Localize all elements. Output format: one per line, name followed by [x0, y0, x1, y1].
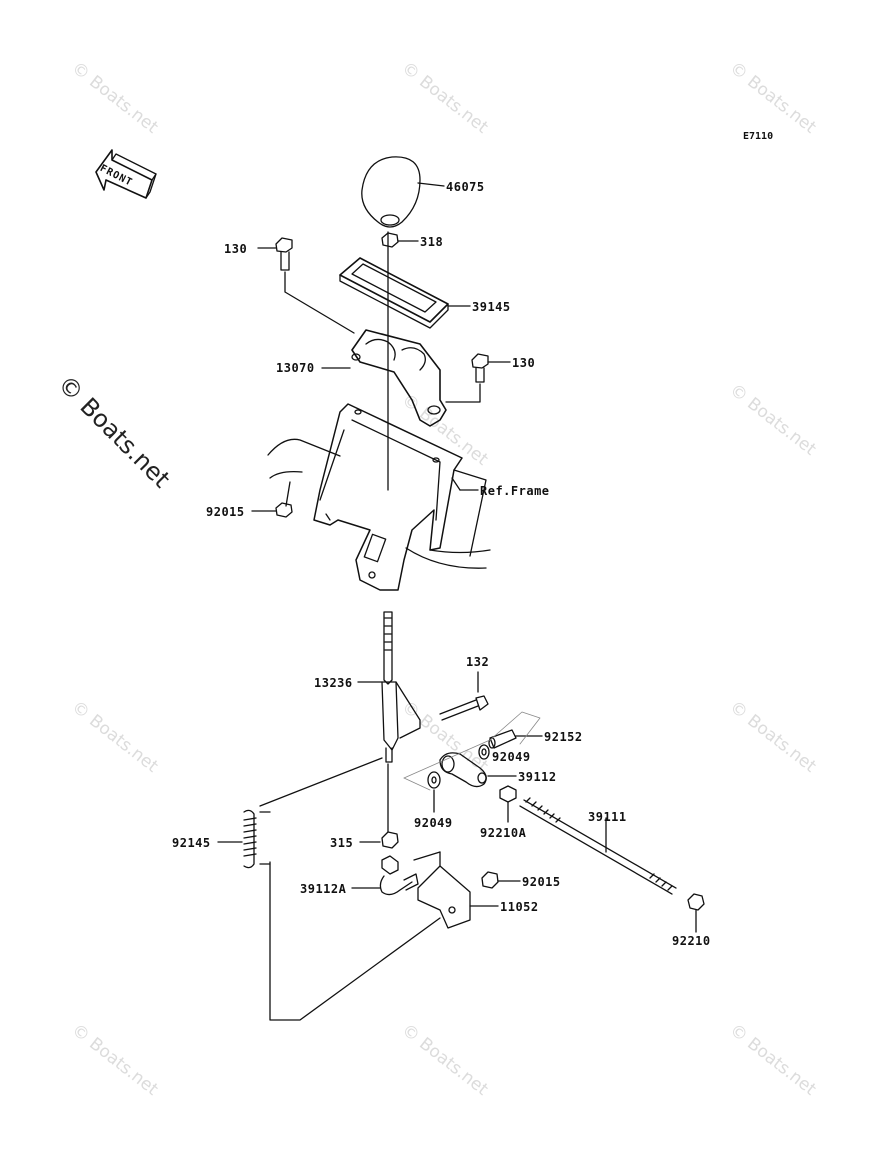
label-92145: 92145	[172, 836, 211, 850]
label-92049-left: 92049	[414, 816, 453, 830]
label-92015-left: 92015	[206, 505, 245, 519]
nut-92210	[687, 893, 705, 933]
label-39145: 39145	[472, 300, 511, 314]
label-92015-lower: 92015	[522, 875, 561, 889]
label-92152: 92152	[544, 730, 583, 744]
shift-rod	[519, 797, 677, 895]
label-46075: 46075	[446, 180, 485, 194]
label-132: 132	[466, 655, 490, 669]
nut-92210A	[499, 785, 517, 823]
diagram-code: E7110	[743, 131, 774, 142]
spring-92145	[217, 809, 257, 869]
shift-lever	[357, 611, 421, 763]
frame-bracket	[267, 403, 491, 591]
label-315: 315	[330, 836, 354, 850]
label-11052: 11052	[500, 900, 539, 914]
label-ref-frame: Ref.Frame	[480, 484, 550, 498]
label-39112A: 39112A	[300, 882, 347, 896]
label-39112: 39112	[518, 770, 557, 784]
collar-92152	[488, 729, 543, 749]
label-130-top: 130	[224, 242, 248, 256]
ball-joint-39112A	[351, 855, 419, 896]
shift-arm	[439, 752, 517, 788]
label-318: 318	[420, 235, 444, 249]
shift-knob	[361, 156, 445, 228]
label-92210A: 92210A	[480, 826, 527, 840]
label-39111: 39111	[588, 810, 627, 824]
nut-92015-left	[251, 502, 293, 518]
front-arrow-icon	[95, 149, 157, 199]
shift-housing	[321, 329, 447, 427]
bolt-132	[439, 671, 489, 721]
washer-92049-left	[427, 771, 441, 813]
label-13070: 13070	[276, 361, 315, 375]
washer-92049-right	[478, 744, 490, 760]
label-92210: 92210	[672, 934, 711, 948]
bracket-11052	[413, 851, 499, 929]
label-130-right: 130	[512, 356, 536, 370]
bolt-130-top	[257, 237, 355, 334]
label-92049-right: 92049	[492, 750, 531, 764]
label-13236: 13236	[314, 676, 353, 690]
nut-92015-lower	[481, 871, 521, 889]
nut-315	[359, 763, 399, 849]
background-shading	[403, 711, 541, 791]
shift-gate-plate	[339, 257, 471, 329]
leader-lines	[259, 757, 441, 1021]
bolt-130-right	[445, 353, 511, 403]
